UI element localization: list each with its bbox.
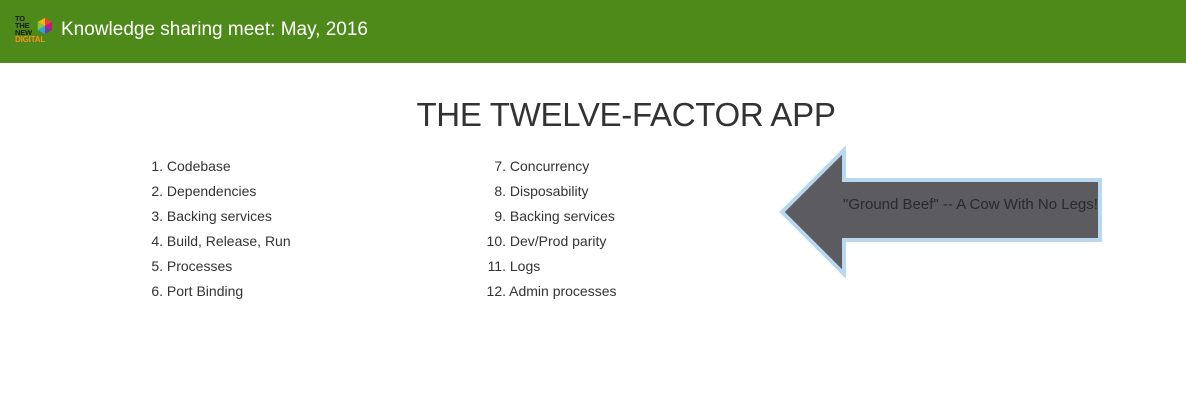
list-item: 11. Logs <box>480 256 617 281</box>
header-bar: TO THE NEW DIGITAL Knowledge sharing mee… <box>0 0 1186 63</box>
list-item-number: 12. <box>486 283 506 299</box>
list-item-label: Disposability <box>509 183 589 199</box>
list-item-label: Codebase <box>166 158 231 174</box>
list-item-label: Port Binding <box>166 283 244 299</box>
list-item-label: Dependencies <box>166 183 257 199</box>
callout-arrow-left-icon <box>779 146 1102 278</box>
list-item-number: 9. <box>494 208 506 224</box>
list-item-label: Concurrency <box>509 158 590 174</box>
list-item: 9. Backing services <box>480 206 617 231</box>
list-item-label: Build, Release, Run <box>166 233 291 249</box>
list-item-number: 10. <box>486 233 506 249</box>
list-item-number: 6. <box>151 283 163 299</box>
list-item: 2. Dependencies <box>140 181 291 206</box>
list-item-number: 7. <box>494 158 506 174</box>
slide-title: THE TWELVE-FACTOR APP <box>416 96 836 133</box>
logo-text: TO THE NEW DIGITAL <box>15 14 46 44</box>
list-item-label: Backing services <box>166 208 272 224</box>
list-item: 7. Concurrency <box>480 156 617 181</box>
list-item-number: 3. <box>151 208 163 224</box>
callout-text: "Ground Beef" -- A Cow With No Legs! <box>843 196 1098 213</box>
factor-list-left: 1. Codebase 2. Dependencies 3. Backing s… <box>140 156 291 306</box>
list-item: 10. Dev/Prod parity <box>480 231 617 256</box>
list-item: 5. Processes <box>140 256 291 281</box>
list-item-number: 11. <box>487 258 506 274</box>
list-item-number: 8. <box>494 183 506 199</box>
list-item: 1. Codebase <box>140 156 291 181</box>
list-item-label: Processes <box>166 258 233 274</box>
list-item-label: Admin processes <box>509 283 617 299</box>
logo-cube-icon <box>37 17 53 35</box>
list-item-number: 4. <box>151 233 163 249</box>
list-item: 4. Build, Release, Run <box>140 231 291 256</box>
list-item-number: 5. <box>151 258 163 274</box>
list-item: 8. Disposability <box>480 181 617 206</box>
list-item: 12. Admin processes <box>480 281 617 306</box>
list-item: 6. Port Binding <box>140 281 291 306</box>
company-logo: TO THE NEW DIGITAL <box>15 15 57 49</box>
list-item: 3. Backing services <box>140 206 291 231</box>
list-item-number: 1. <box>151 158 163 174</box>
list-item-label: Logs <box>509 258 541 274</box>
header-title: Knowledge sharing meet: May, 2016 <box>61 19 368 40</box>
factor-list-right: 7. Concurrency 8. Disposability 9. Backi… <box>480 156 617 306</box>
list-item-number: 2. <box>151 183 163 199</box>
list-item-label: Backing services <box>509 208 615 224</box>
list-item-label: Dev/Prod parity <box>509 233 607 249</box>
